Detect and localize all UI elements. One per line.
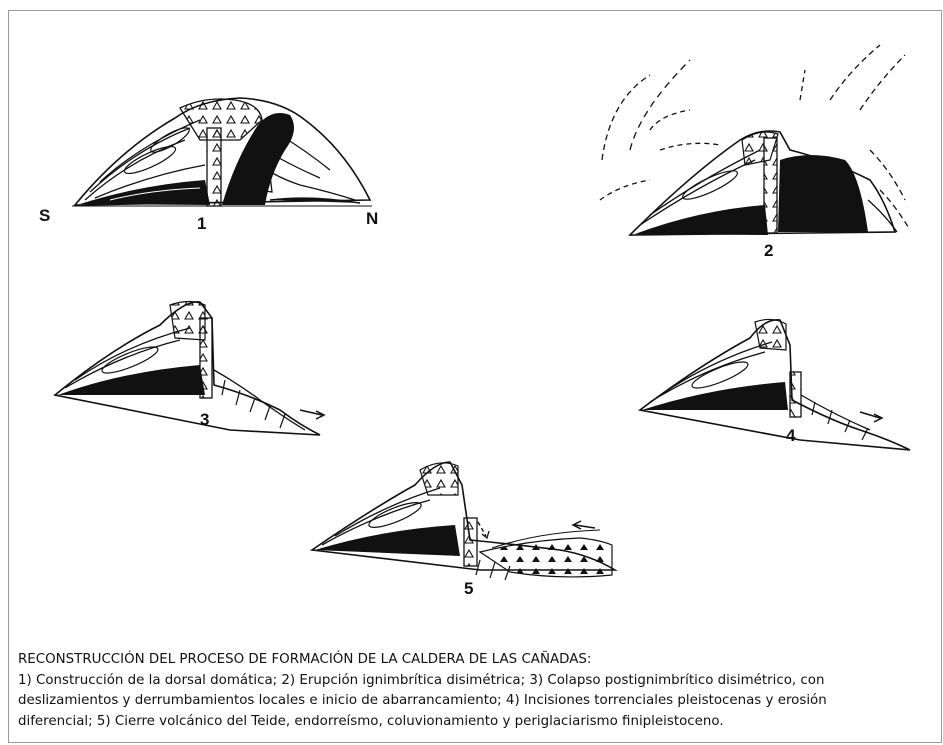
south-label: S xyxy=(39,206,50,225)
caption-line-2: deslizamientos y derrumbamientos locales… xyxy=(18,691,936,712)
stage-2-number: 2 xyxy=(764,241,773,260)
stage-4-volcano xyxy=(640,319,910,450)
stage-5-volcano xyxy=(312,462,615,580)
stage-1-volcano xyxy=(72,98,372,206)
figure-caption: RECONSTRUCCIÓN DEL PROCESO DE FORMACIÓN … xyxy=(18,650,936,732)
caption-line-3: diferencial; 5) Cierre volcánico del Tei… xyxy=(18,712,936,733)
stage-2-volcano xyxy=(600,45,910,235)
caption-line-1: 1) Construcción de la dorsal domática; 2… xyxy=(18,671,936,692)
caption-title: RECONSTRUCCIÓN DEL PROCESO DE FORMACIÓN … xyxy=(18,650,936,671)
stage-4-number: 4 xyxy=(786,426,796,445)
stage-3-volcano xyxy=(55,302,324,436)
north-label: N xyxy=(366,209,378,228)
stage-3-number: 3 xyxy=(200,410,209,429)
stage-1-number: 1 xyxy=(197,214,206,233)
stage-5-number: 5 xyxy=(464,579,473,598)
